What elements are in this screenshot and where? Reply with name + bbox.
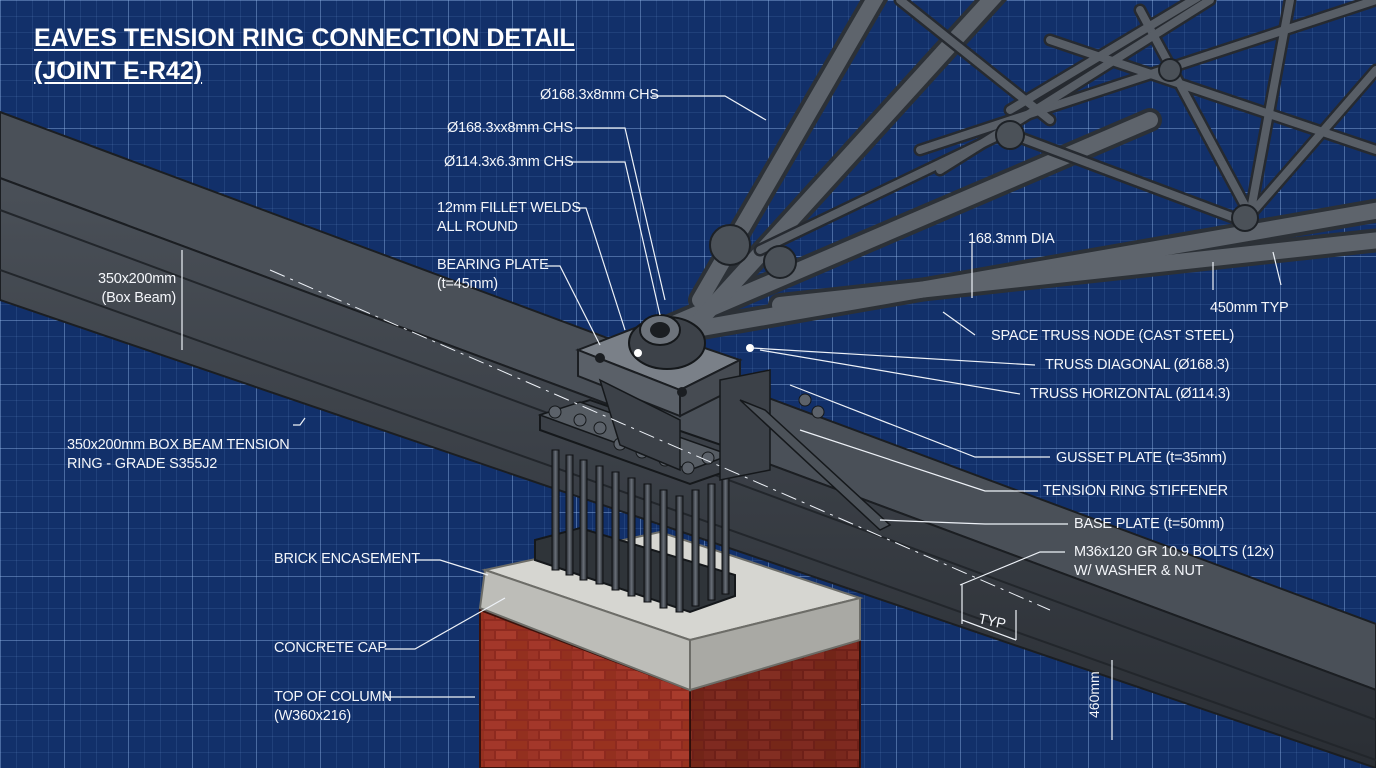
label-column-line-2: (W360x216) bbox=[274, 708, 351, 724]
space-truss bbox=[648, 0, 1376, 342]
title-line-1: EAVES TENSION RING CONNECTION DETAIL bbox=[34, 24, 575, 52]
label-base-plate: BASE PLATE (t=50mm) bbox=[1074, 516, 1225, 532]
label-ring-line-2: RING - GRADE S355J2 bbox=[67, 456, 218, 472]
title-line-2: (JOINT E-R42) bbox=[34, 57, 203, 85]
label-chs-168-8: Ø168.3x8mm CHS bbox=[540, 87, 659, 103]
label-bolts: M36x120 GR 10.9 BOLTS (12x) W/ WASHER & … bbox=[1074, 543, 1274, 581]
centerline bbox=[269, 269, 1051, 611]
label-bearing-line-2: (t=45mm) bbox=[437, 276, 498, 292]
brick-pier bbox=[479, 608, 861, 768]
label-brick-encasement: BRICK ENCASEMENT bbox=[274, 551, 420, 567]
leader-lines bbox=[181, 95, 1282, 740]
label-gusset-plate: GUSSET PLATE (t=35mm) bbox=[1056, 450, 1227, 466]
label-column-line-1: TOP OF COLUMN bbox=[274, 689, 392, 705]
label-ring-stiffener: TENSION RING STIFFENER bbox=[1043, 483, 1228, 499]
label-chs-114: Ø114.3x6.3mm CHS bbox=[444, 154, 574, 170]
label-460mm: 460mm bbox=[1086, 671, 1102, 718]
label-truss-diagonal: TRUSS DIAGONAL (Ø168.3) bbox=[1045, 357, 1230, 373]
label-beam-size-line-2: (Box Beam) bbox=[101, 290, 176, 306]
label-bearing-line-1: BEARING PLATE bbox=[437, 257, 549, 273]
label-truss-horizontal: TRUSS HORIZONTAL (Ø114.3) bbox=[1030, 386, 1231, 402]
label-welds-line-1: 12mm FILLET WELDS bbox=[437, 200, 581, 216]
label-space-truss-node: SPACE TRUSS NODE (CAST STEEL) bbox=[991, 328, 1235, 344]
label-168-dia: 168.3mm DIA bbox=[968, 231, 1055, 247]
drawing-title: EAVES TENSION RING CONNECTION DETAIL (JO… bbox=[34, 22, 575, 88]
label-bearing-plate: BEARING PLATE (t=45mm) bbox=[437, 256, 549, 294]
label-tension-ring: 350x200mm BOX BEAM TENSION RING - GRADE … bbox=[67, 436, 290, 474]
label-top-of-column: TOP OF COLUMN (W360x216) bbox=[274, 688, 392, 726]
label-concrete-cap: CONCRETE CAP bbox=[274, 640, 387, 656]
label-bolts-line-2: W/ WASHER & NUT bbox=[1074, 563, 1204, 579]
label-welds: 12mm FILLET WELDS ALL ROUND bbox=[437, 199, 581, 237]
label-beam-size: 350x200mm (Box Beam) bbox=[96, 270, 176, 308]
node-assembly bbox=[575, 314, 892, 531]
label-ring-line-1: 350x200mm BOX BEAM TENSION bbox=[67, 437, 290, 453]
label-chs-168-8-alt: Ø168.3xx8mm CHS bbox=[447, 120, 573, 136]
label-450-typ: 450mm TYP bbox=[1210, 300, 1289, 316]
label-bolts-line-1: M36x120 GR 10.9 BOLTS (12x) bbox=[1074, 544, 1274, 560]
label-welds-line-2: ALL ROUND bbox=[437, 219, 518, 235]
label-beam-size-line-1: 350x200mm bbox=[98, 271, 176, 287]
